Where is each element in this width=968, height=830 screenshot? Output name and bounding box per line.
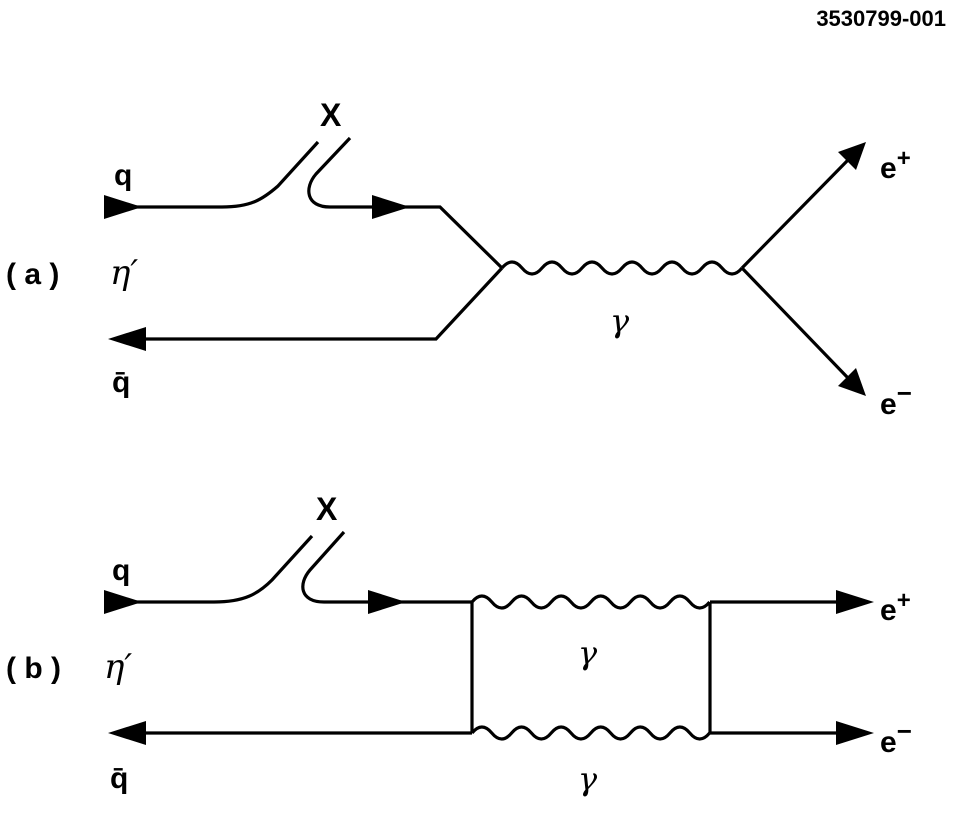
panel-b-lower-photon-label: γ: [578, 760, 598, 798]
panel-b-positron-arrow: [836, 590, 874, 614]
panel-b-antiquark-arrow: [108, 721, 146, 745]
panel-b-emission-label: X: [316, 491, 338, 527]
panel-b-positron-label: e+: [880, 587, 911, 627]
panel-a-photon-line: [500, 260, 744, 276]
panel-b-emission-line: [301, 530, 472, 604]
panel-b-electron-arrow: [836, 721, 874, 745]
panel-b-quark-line: [105, 534, 314, 604]
panel-a-photon-label: γ: [610, 302, 630, 340]
panel-a-antiquark-arrow: [108, 327, 146, 351]
panel-b-lower-photon-line: [470, 725, 711, 741]
panel-a-antiquark-label: q̄: [112, 366, 130, 399]
panel-a-meson-label: η′: [110, 253, 138, 293]
panel-b-antiquark-label: q̄: [110, 762, 128, 795]
panel-a-positron-label: e+: [880, 145, 911, 185]
panel-a: ( a ) η′ q X q̄ γ e+ e−: [6, 97, 912, 421]
panel-b-midquark-arrow: [368, 590, 406, 614]
panel-b: ( b ) η′ q X q̄ γ γ e+ e−: [6, 491, 912, 798]
panel-a-emission-label: X: [320, 97, 342, 133]
panel-a-label: ( a ): [6, 258, 59, 291]
panel-a-positron-arrow: [838, 142, 866, 170]
panel-a-electron-line: [740, 266, 850, 380]
panel-b-upper-photon-label: γ: [578, 634, 598, 672]
panel-a-quark-arrow: [104, 195, 142, 219]
panel-a-antiquark-line: [140, 266, 504, 341]
panel-b-quark-label: q: [112, 554, 130, 587]
panel-a-emission-line: [307, 136, 504, 270]
panel-b-meson-label: η′: [104, 647, 132, 687]
panel-a-quark-label: q: [114, 159, 132, 192]
panel-a-midquark-arrow: [372, 195, 410, 219]
panel-a-electron-label: e−: [880, 378, 912, 421]
panel-a-quark-line: [105, 140, 320, 209]
panel-a-electron-arrow: [838, 368, 866, 396]
panel-b-upper-photon-line: [470, 594, 711, 610]
figure-id: 3530799-001: [816, 6, 946, 31]
panel-b-label: ( b ): [6, 652, 61, 685]
panel-b-quark-arrow: [104, 590, 142, 614]
panel-a-positron-line: [740, 158, 850, 270]
panel-b-electron-label: e−: [880, 716, 912, 759]
